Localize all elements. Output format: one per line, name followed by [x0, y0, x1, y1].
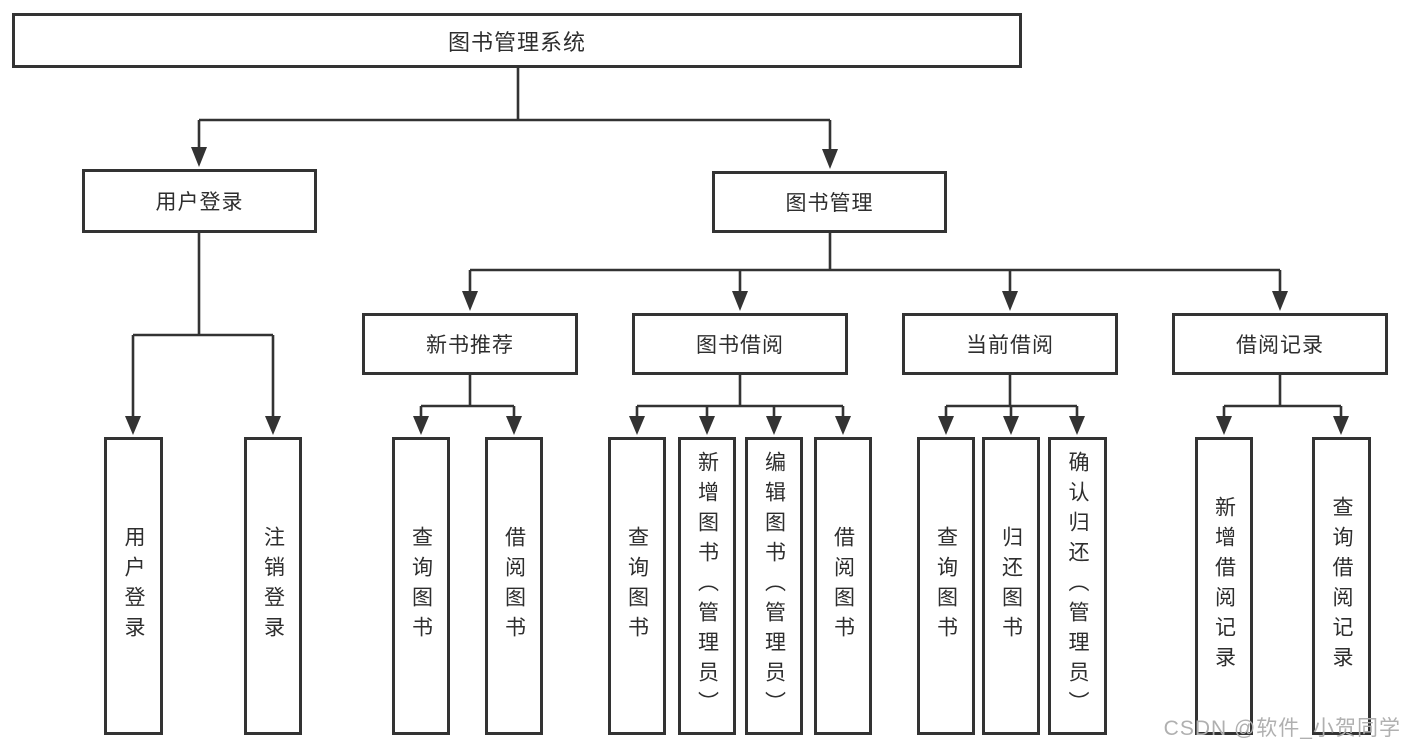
connectors-management: [462, 233, 1288, 311]
connectors-new-book-recommendation: [413, 375, 522, 435]
node-borrowing-records-label: 借阅记录: [1236, 334, 1324, 357]
node-book-borrowing-label: 图书借阅: [696, 334, 784, 357]
node-current-borrowing: 当前借阅: [902, 313, 1118, 375]
leaf-bb-add-book-admin-label: 新增图书（管理员）: [695, 451, 719, 721]
node-book-borrowing: 图书借阅: [632, 313, 848, 375]
leaf-user-login: 用户登录: [104, 437, 163, 735]
leaf-br-add-borrow-record: 新增借阅记录: [1195, 437, 1253, 735]
leaf-nbr-borrow-books: 借阅图书: [485, 437, 543, 735]
leaf-nbr-borrow-books-label: 借阅图书: [502, 526, 526, 646]
leaf-cb-query-books: 查询图书: [917, 437, 975, 735]
leaf-cb-confirm-return-admin: 确认归还（管理员）: [1048, 437, 1107, 735]
leaf-logout-label: 注销登录: [261, 526, 285, 646]
leaf-cb-return-books: 归还图书: [982, 437, 1040, 735]
connectors-current-borrowing: [938, 375, 1085, 435]
node-new-book-recommendation: 新书推荐: [362, 313, 578, 375]
node-borrowing-records: 借阅记录: [1172, 313, 1388, 375]
leaf-bb-edit-book-admin: 编辑图书（管理员）: [745, 437, 803, 735]
leaf-br-add-borrow-record-label: 新增借阅记录: [1212, 496, 1236, 676]
csdn-watermark: CSDN @软件_小贺同学: [1163, 717, 1401, 740]
leaf-bb-query-books: 查询图书: [608, 437, 666, 735]
leaf-user-login-label: 用户登录: [122, 526, 145, 646]
leaf-bb-edit-book-admin-label: 编辑图书（管理员）: [762, 451, 786, 721]
leaf-cb-query-books-label: 查询图书: [934, 526, 958, 646]
node-user-login: 用户登录: [82, 169, 317, 233]
leaf-nbr-query-books: 查询图书: [392, 437, 450, 735]
node-new-book-recommendation-label: 新书推荐: [426, 334, 514, 357]
connectors-root: [191, 68, 838, 169]
node-user-login-label: 用户登录: [155, 191, 244, 214]
connectors-login: [125, 233, 281, 435]
leaf-bb-add-book-admin: 新增图书（管理员）: [678, 437, 736, 735]
leaf-br-query-borrow-record: 查询借阅记录: [1312, 437, 1371, 735]
leaf-bb-borrow-books: 借阅图书: [814, 437, 872, 735]
leaf-bb-borrow-books-label: 借阅图书: [831, 526, 855, 646]
leaf-cb-return-books-label: 归还图书: [999, 526, 1023, 646]
node-current-borrowing-label: 当前借阅: [966, 334, 1054, 357]
node-root: 图书管理系统: [12, 13, 1022, 68]
leaf-cb-confirm-return-admin-label: 确认归还（管理员）: [1066, 451, 1089, 721]
leaf-nbr-query-books-label: 查询图书: [409, 526, 433, 646]
node-book-management-label: 图书管理: [785, 192, 874, 215]
leaf-logout: 注销登录: [244, 437, 302, 735]
leaf-bb-query-books-label: 查询图书: [625, 526, 649, 646]
connectors-borrowing-records: [1216, 375, 1349, 435]
connectors-book-borrowing: [629, 375, 851, 435]
node-root-label: 图书管理系统: [447, 29, 586, 55]
node-book-management: 图书管理: [712, 171, 947, 233]
leaf-br-query-borrow-record-label: 查询借阅记录: [1330, 496, 1353, 676]
